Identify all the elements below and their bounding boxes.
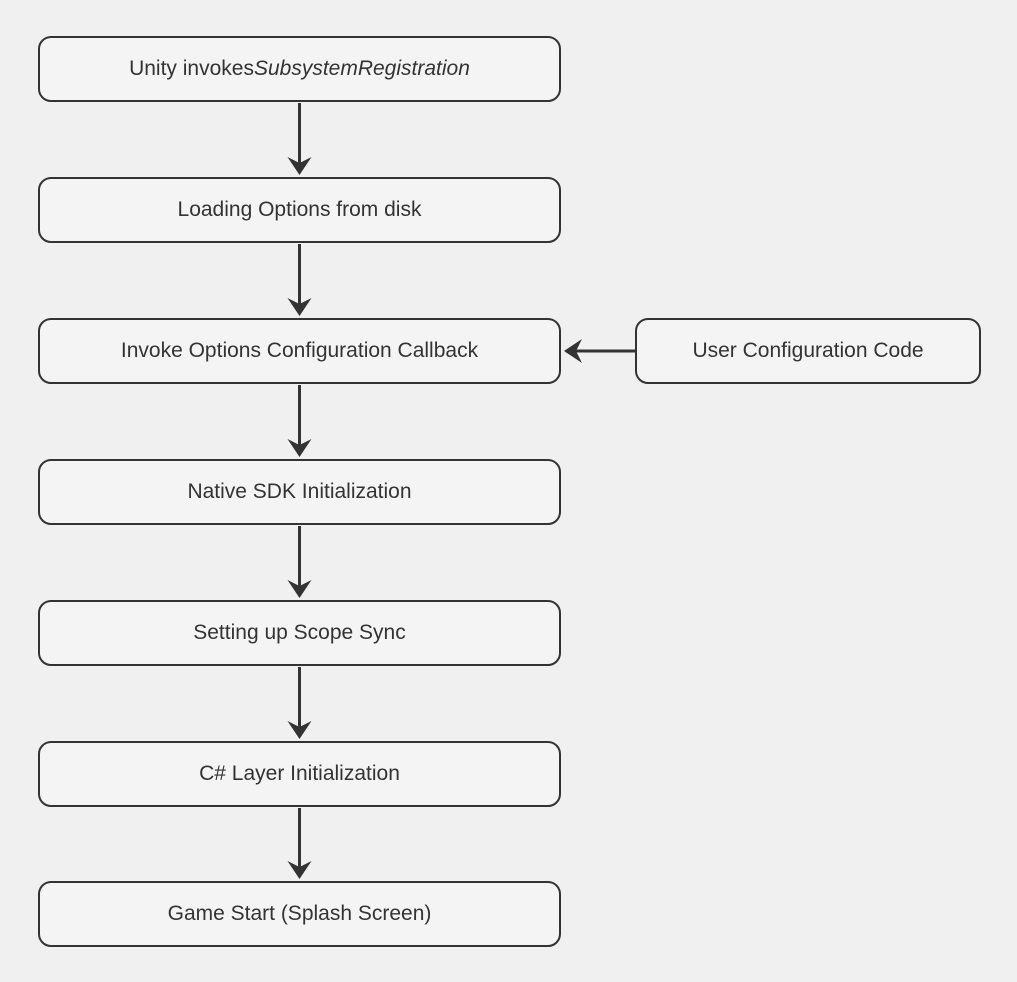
node-invoke-options-configuration-callback: Invoke Options Configuration Callback: [38, 318, 561, 384]
node-csharp-layer-initialization: C# Layer Initialization: [38, 741, 561, 807]
node-label: C# Layer Initialization: [199, 762, 400, 786]
node-label: User Configuration Code: [692, 339, 924, 363]
arrowhead-icon: [287, 157, 312, 175]
arrowhead-icon: [287, 721, 312, 739]
node-label: Unity invokes: [129, 57, 254, 81]
arrowhead-icon: [287, 861, 312, 879]
node-label: Setting up Scope Sync: [193, 621, 406, 645]
node-label: Loading Options from disk: [177, 198, 422, 222]
arrowhead-icon: [564, 339, 582, 363]
node-user-configuration-code: User Configuration Code: [635, 318, 981, 384]
arrowhead-icon: [287, 439, 312, 457]
node-game-start-splash-screen: Game Start (Splash Screen): [38, 881, 561, 947]
node-label: SubsystemRegistration: [253, 57, 470, 81]
node-setting-up-scope-sync: Setting up Scope Sync: [38, 600, 561, 666]
arrowhead-icon: [287, 580, 312, 598]
node-loading-options-from-disk: Loading Options from disk: [38, 177, 561, 243]
node-label: Game Start (Splash Screen): [167, 902, 432, 926]
node-label: Invoke Options Configuration Callback: [120, 339, 479, 363]
node-native-sdk-initialization: Native SDK Initialization: [38, 459, 561, 525]
node-label: Native SDK Initialization: [187, 480, 412, 504]
arrowhead-icon: [287, 298, 312, 316]
node-unity-invokes-subsystem-registration: Unity invokes SubsystemRegistration: [38, 36, 561, 102]
